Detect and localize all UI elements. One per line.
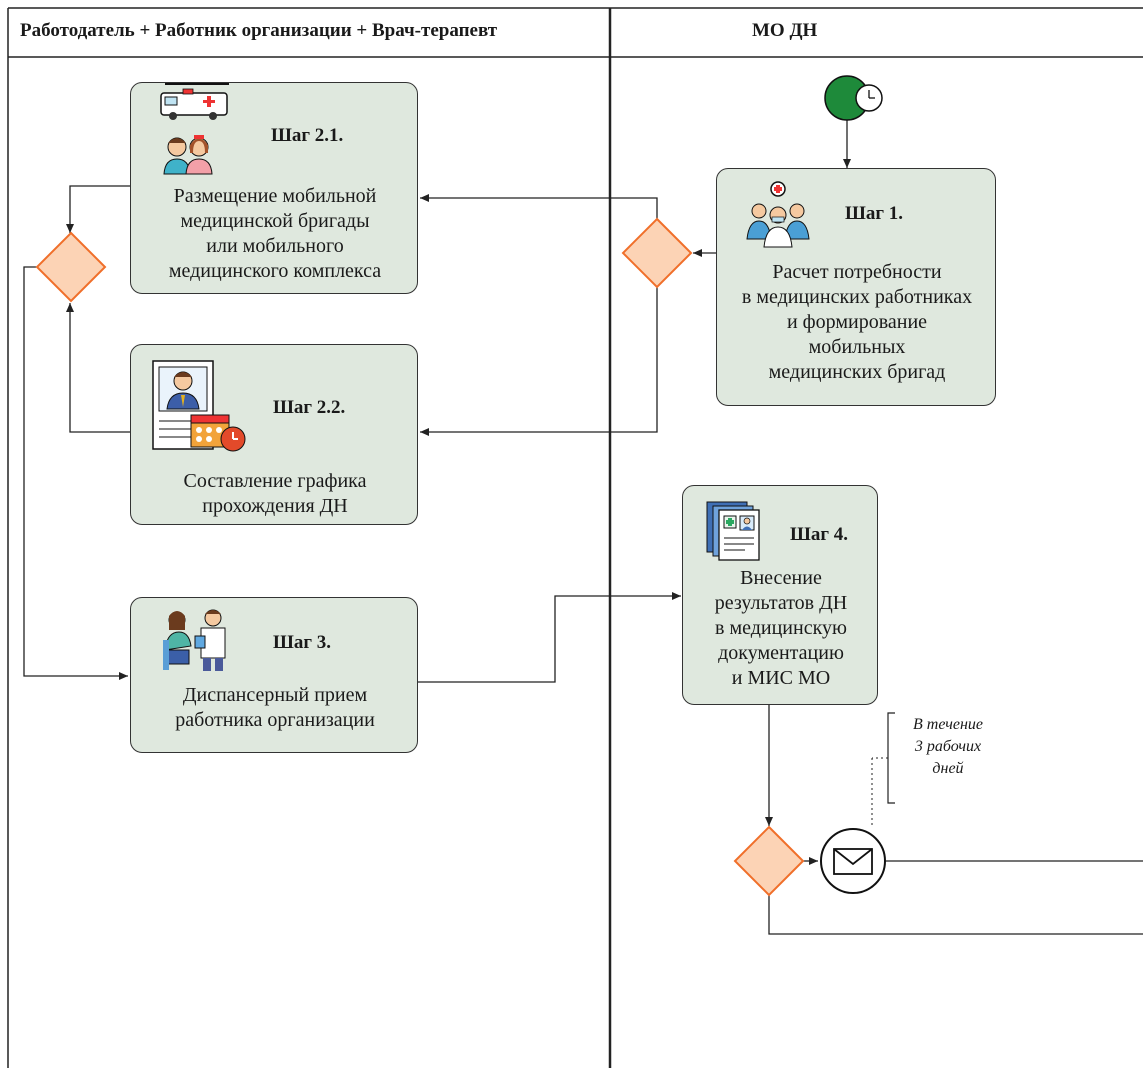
gateway-bottom	[733, 825, 805, 897]
ambulance-icon	[160, 83, 229, 120]
flow-step21-gateway	[66, 185, 130, 233]
step-3-box[interactable]: Шаг 3. Диспансерный прием работника орга…	[130, 597, 418, 753]
flow-step22-gateway	[66, 303, 130, 433]
message-event	[820, 828, 886, 894]
step-3-title: Шаг 3.	[273, 632, 331, 653]
connectors	[23, 120, 1143, 935]
doctor-patient-icon	[163, 609, 226, 671]
lane-title-employer: Работодатель + Работник организации + Вр…	[20, 20, 498, 41]
step-4-box[interactable]: Шаг 4. Внесение результатов ДН в медицин…	[682, 485, 878, 705]
flow-gateway-out	[768, 895, 1143, 935]
step-2-1-text: Размещение мобильной медицинской бригады…	[168, 185, 382, 282]
lane-title-mo-dn: МО ДН	[752, 20, 818, 41]
flow-gateway-step3	[23, 266, 128, 680]
annotation-bracket	[871, 712, 895, 828]
step-3-text: Диспансерный прием работника организации	[175, 684, 375, 731]
step-4-text: Внесение результатов ДН в медицинскую до…	[714, 567, 848, 689]
gateway-right	[621, 217, 693, 289]
step-1-title: Шаг 1.	[845, 203, 903, 224]
step-2-2-box[interactable]: Шаг 2.2. Составление графика прохождения…	[130, 344, 418, 525]
flow-gateway-step22	[420, 287, 658, 436]
step-4-title: Шаг 4.	[790, 524, 848, 545]
step-2-2-title: Шаг 2.2.	[273, 397, 346, 418]
step-2-2-text: Составление графика прохождения ДН	[183, 470, 367, 517]
pool-frame	[7, 7, 1143, 1068]
gateways	[35, 217, 805, 897]
flow-gateway-step21	[420, 194, 658, 219]
medical-document-icon	[706, 501, 760, 561]
flow-step3-step4	[418, 592, 681, 683]
start-event	[824, 75, 883, 121]
medical-team-icon	[746, 181, 810, 248]
step-2-1-title: Шаг 2.1.	[271, 125, 344, 146]
step-2-1-box[interactable]: Шаг 2.1. Размещение мобильной медицинско…	[130, 82, 418, 294]
schedule-profile-icon	[152, 360, 246, 452]
step-1-box[interactable]: Шаг 1. Расчет потребности в медицинских …	[716, 168, 996, 406]
timing-annotation: В течение 3 рабочих дней	[913, 716, 983, 777]
step-1-text: Расчет потребности в медицинских работни…	[741, 261, 973, 383]
gateway-left	[35, 231, 107, 303]
doctors-icon	[163, 135, 213, 175]
